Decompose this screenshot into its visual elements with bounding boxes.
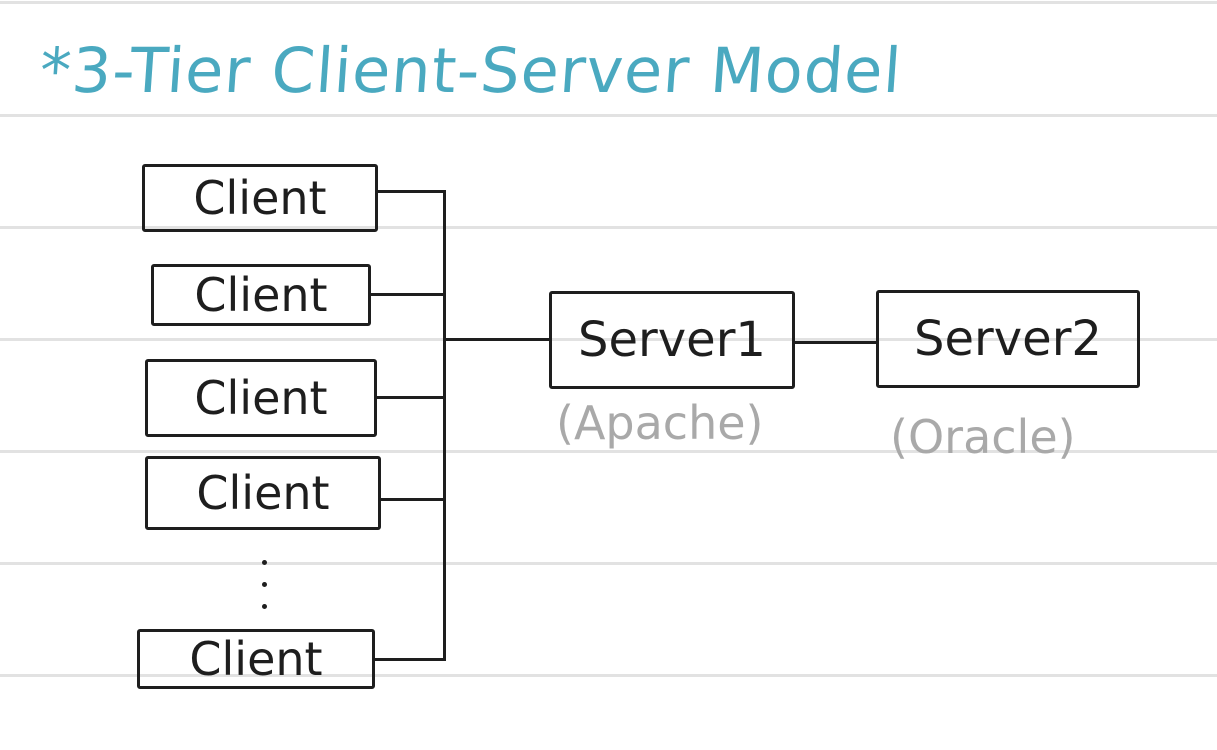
server1-sublabel: (Apache) [556,396,764,450]
ellipsis-dot [262,582,267,587]
client-box-3[interactable]: Client [145,359,377,437]
server1-to-server2-connector [795,341,878,344]
client-connector [375,658,446,661]
client-connector [377,396,446,399]
server2-box[interactable]: Server2 [876,290,1140,388]
client-box-2[interactable]: Client [151,264,371,326]
bus-to-server1-connector [443,338,551,341]
client-box-4[interactable]: Client [145,456,381,530]
client-box-5[interactable]: Client [137,629,375,689]
server2-sublabel: (Oracle) [890,410,1076,464]
server1-box[interactable]: Server1 [549,291,795,389]
ruled-line [0,562,1217,565]
ruled-line [0,114,1217,117]
ellipsis-dot [262,604,267,609]
ruled-line [0,1,1217,4]
client-connector [378,190,446,193]
client-box-1[interactable]: Client [142,164,378,232]
ruled-line [0,338,1217,341]
client-bus-line [443,192,446,661]
ruled-line [0,226,1217,229]
client-connector [371,293,446,296]
ruled-line [0,674,1217,677]
ruled-line [0,450,1217,453]
ellipsis-dot [262,560,267,565]
diagram-title: *3-Tier Client-Server Model [37,34,905,107]
client-connector [381,498,446,501]
